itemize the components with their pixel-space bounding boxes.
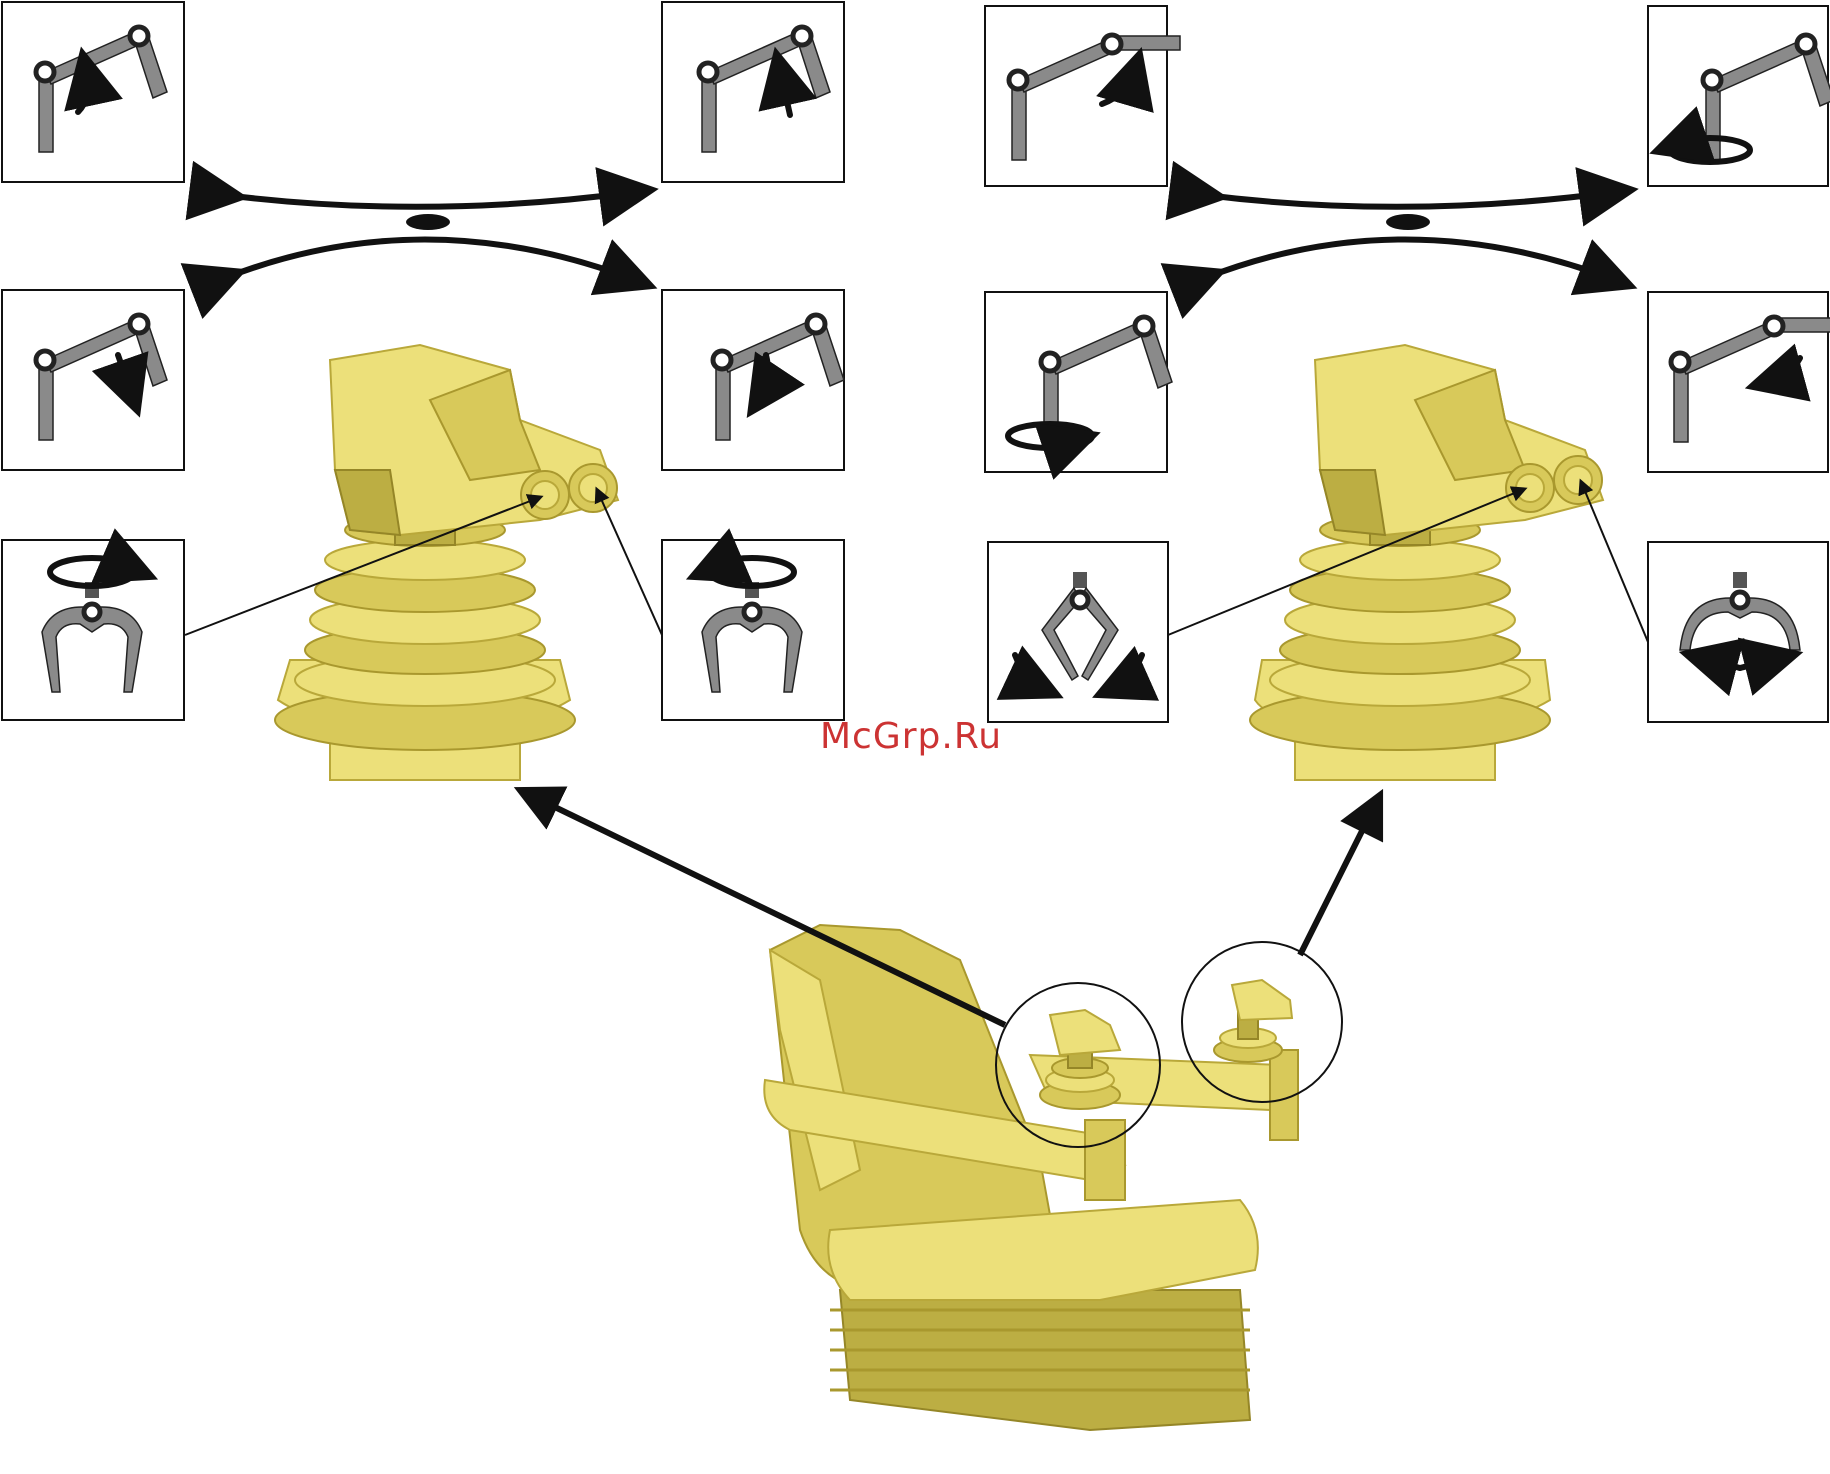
symbol-box-right-low-left (988, 542, 1168, 722)
symbol-box-left-top-right (662, 2, 844, 182)
seat-bellows (830, 1290, 1250, 1430)
symbol-box-right-mid-right (1648, 292, 1830, 472)
symbol-box-left-mid-right (662, 290, 844, 470)
symbol-box-right-mid-left (985, 292, 1172, 472)
left-joystick (275, 345, 618, 780)
symbol-box-left-mid-left (2, 290, 184, 470)
symbol-box-left-low-left (2, 540, 184, 720)
symbol-box-right-top-right (1648, 6, 1830, 186)
watermark-text: McGrp.Ru (820, 716, 1002, 757)
right-joystick (1250, 345, 1603, 780)
symbol-box-left-low-right (662, 540, 844, 720)
right-cross-arrows (1205, 192, 1615, 280)
operator-seat (764, 925, 1342, 1430)
seat-right-joystick[interactable] (1214, 980, 1292, 1062)
symbol-box-right-low-right (1648, 542, 1828, 722)
left-cross-arrows (225, 192, 635, 280)
symbol-box-right-top-left (985, 6, 1180, 186)
symbol-box-left-top-left (2, 2, 184, 182)
